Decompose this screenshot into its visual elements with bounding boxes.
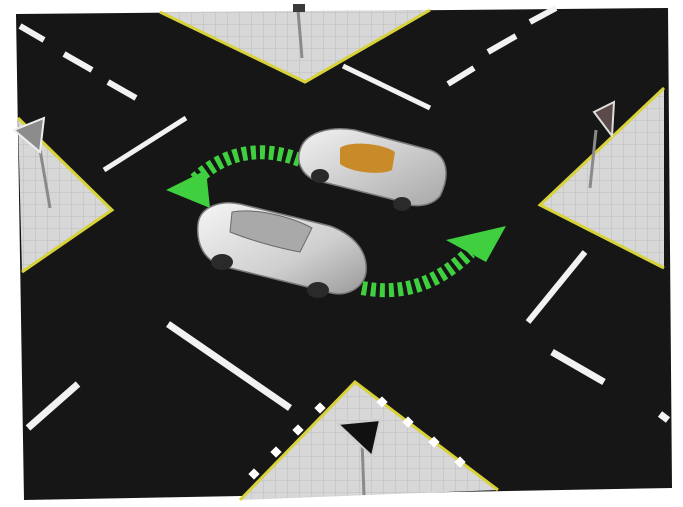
wheel xyxy=(393,197,411,211)
wheel xyxy=(307,282,329,298)
wheel xyxy=(311,169,329,183)
wheel xyxy=(211,254,233,270)
